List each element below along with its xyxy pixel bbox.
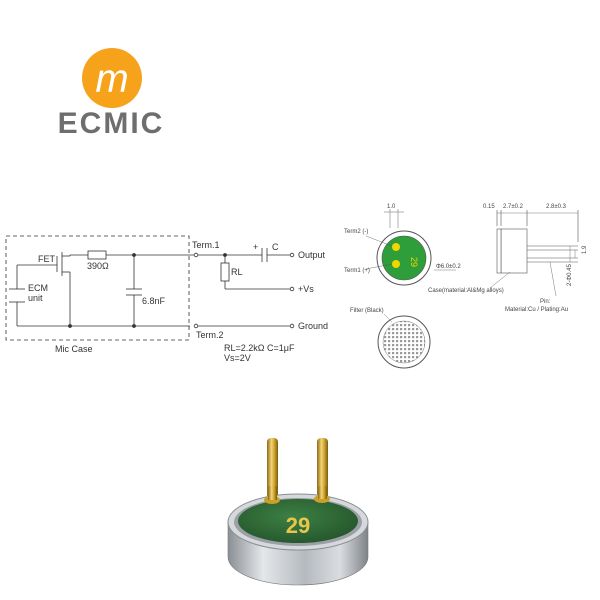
term2-node [193, 323, 199, 329]
vs-label: +Vs [298, 284, 314, 294]
ground-label: Ground [298, 321, 328, 331]
pcb-code-label: 29 [286, 513, 310, 538]
top-view-pcb-code: 29 [409, 257, 419, 267]
dim-2-8: 2.8±0.3 [546, 204, 567, 210]
drawing-labels: 1.0 Term2 (-) Term1 (+) Φ6.0±0.2 Case(ma… [344, 204, 588, 314]
pin-title-label: Pin: [540, 299, 551, 305]
pin-material-label: Material:Cu / Plating:Au [505, 307, 568, 313]
term2-neg-label: Term2 (-) [344, 229, 368, 235]
ground-node [289, 323, 295, 329]
cap-6n8-label: 6.8nF [142, 296, 166, 306]
dim-pin-diameter: 2-Φ0.45 [567, 264, 573, 286]
spec-line1: RL=2.2kΩ C=1μF [224, 343, 295, 353]
mic-side-view [489, 210, 579, 297]
load-resistor [220, 262, 230, 282]
pin-left [267, 438, 278, 500]
pin-right [317, 438, 328, 500]
case-material-label: Case(material:Al&Mg alloys) [428, 288, 504, 294]
output-label: Output [298, 250, 326, 260]
coupling-cap-label: C [272, 242, 279, 252]
spec-line2: Vs=2V [224, 353, 251, 363]
coupling-cap-plus: + [253, 242, 258, 252]
circuit-schematic [5, 235, 295, 341]
mic-case-outline [5, 235, 190, 341]
logo-brand-text: ECMIC [58, 107, 165, 140]
term1-label: Term.1 [192, 240, 220, 250]
mic-filter-view [377, 313, 431, 369]
vs-node [289, 286, 295, 292]
dim-1-0: 1.0 [387, 204, 396, 210]
logo-mark-letter: m [95, 57, 128, 101]
mic-top-view: 29 [365, 209, 456, 286]
product-photo: 29 [227, 438, 369, 586]
logo-mark-icon [82, 48, 142, 108]
term2-label: Term.2 [196, 330, 224, 340]
schematic-labels: FET 390Ω ECM unit 6.8nF Mic Case Term.1 … [28, 240, 328, 363]
dim-1-9: 1.9 [582, 245, 588, 254]
ecm-label-line2: unit [28, 293, 43, 303]
term1-pos-label: Term1 (+) [344, 268, 370, 274]
filter-mesh [382, 320, 426, 364]
resistor-390-label: 390Ω [87, 261, 109, 271]
dim-2-7: 2.7±0.2 [503, 204, 524, 210]
load-resistor-label: RL [231, 267, 243, 277]
term1-pad [392, 260, 400, 268]
technical-drawing: 29 [365, 209, 579, 369]
filter-label: Filter (Black) [350, 308, 384, 314]
resistor-390 [87, 250, 107, 260]
ecm-label-line1: ECM [28, 283, 48, 293]
output-node [289, 252, 295, 258]
pcb-disc [238, 499, 358, 543]
diameter-label: Φ6.0±0.2 [436, 264, 461, 270]
brand-logo: m ECMIC [58, 48, 165, 140]
dim-0-15: 0.15 [483, 204, 495, 210]
fet-label: FET [38, 254, 56, 264]
term2-pad [392, 243, 400, 251]
mic-case-label: Mic Case [55, 344, 93, 354]
term1-node [193, 252, 199, 258]
